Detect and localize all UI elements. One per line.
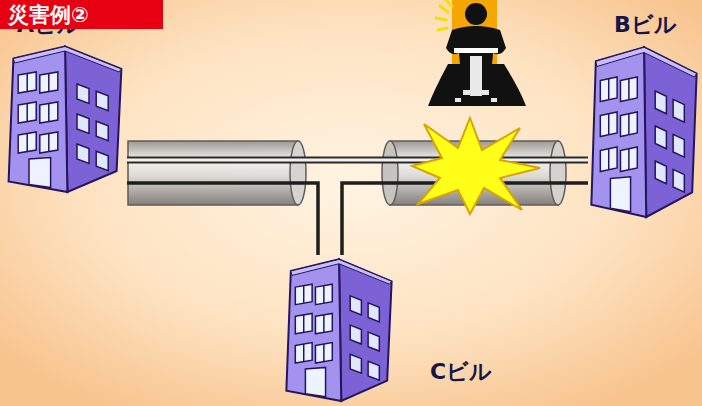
building-node: Cビル	[283, 255, 478, 401]
explosion-burst	[412, 118, 540, 214]
building-node: Aビル	[5, 10, 127, 192]
cable-line	[127, 159, 588, 162]
title-text: 災害例②	[8, 1, 89, 29]
building-shape	[286, 259, 391, 401]
building-shape	[591, 47, 696, 217]
cable-outline	[127, 157, 588, 164]
building-shape	[9, 47, 122, 193]
building-outline	[5, 10, 127, 192]
building-outline	[588, 10, 700, 217]
worker-figure	[428, 0, 526, 106]
building-label: Bビル	[614, 10, 677, 40]
conduit-pipe	[128, 141, 306, 205]
building-label: Cビル	[430, 357, 492, 387]
cable-line	[127, 183, 318, 255]
title-banner: 災害例②	[0, 0, 163, 29]
building-node: Bビル	[588, 10, 700, 217]
